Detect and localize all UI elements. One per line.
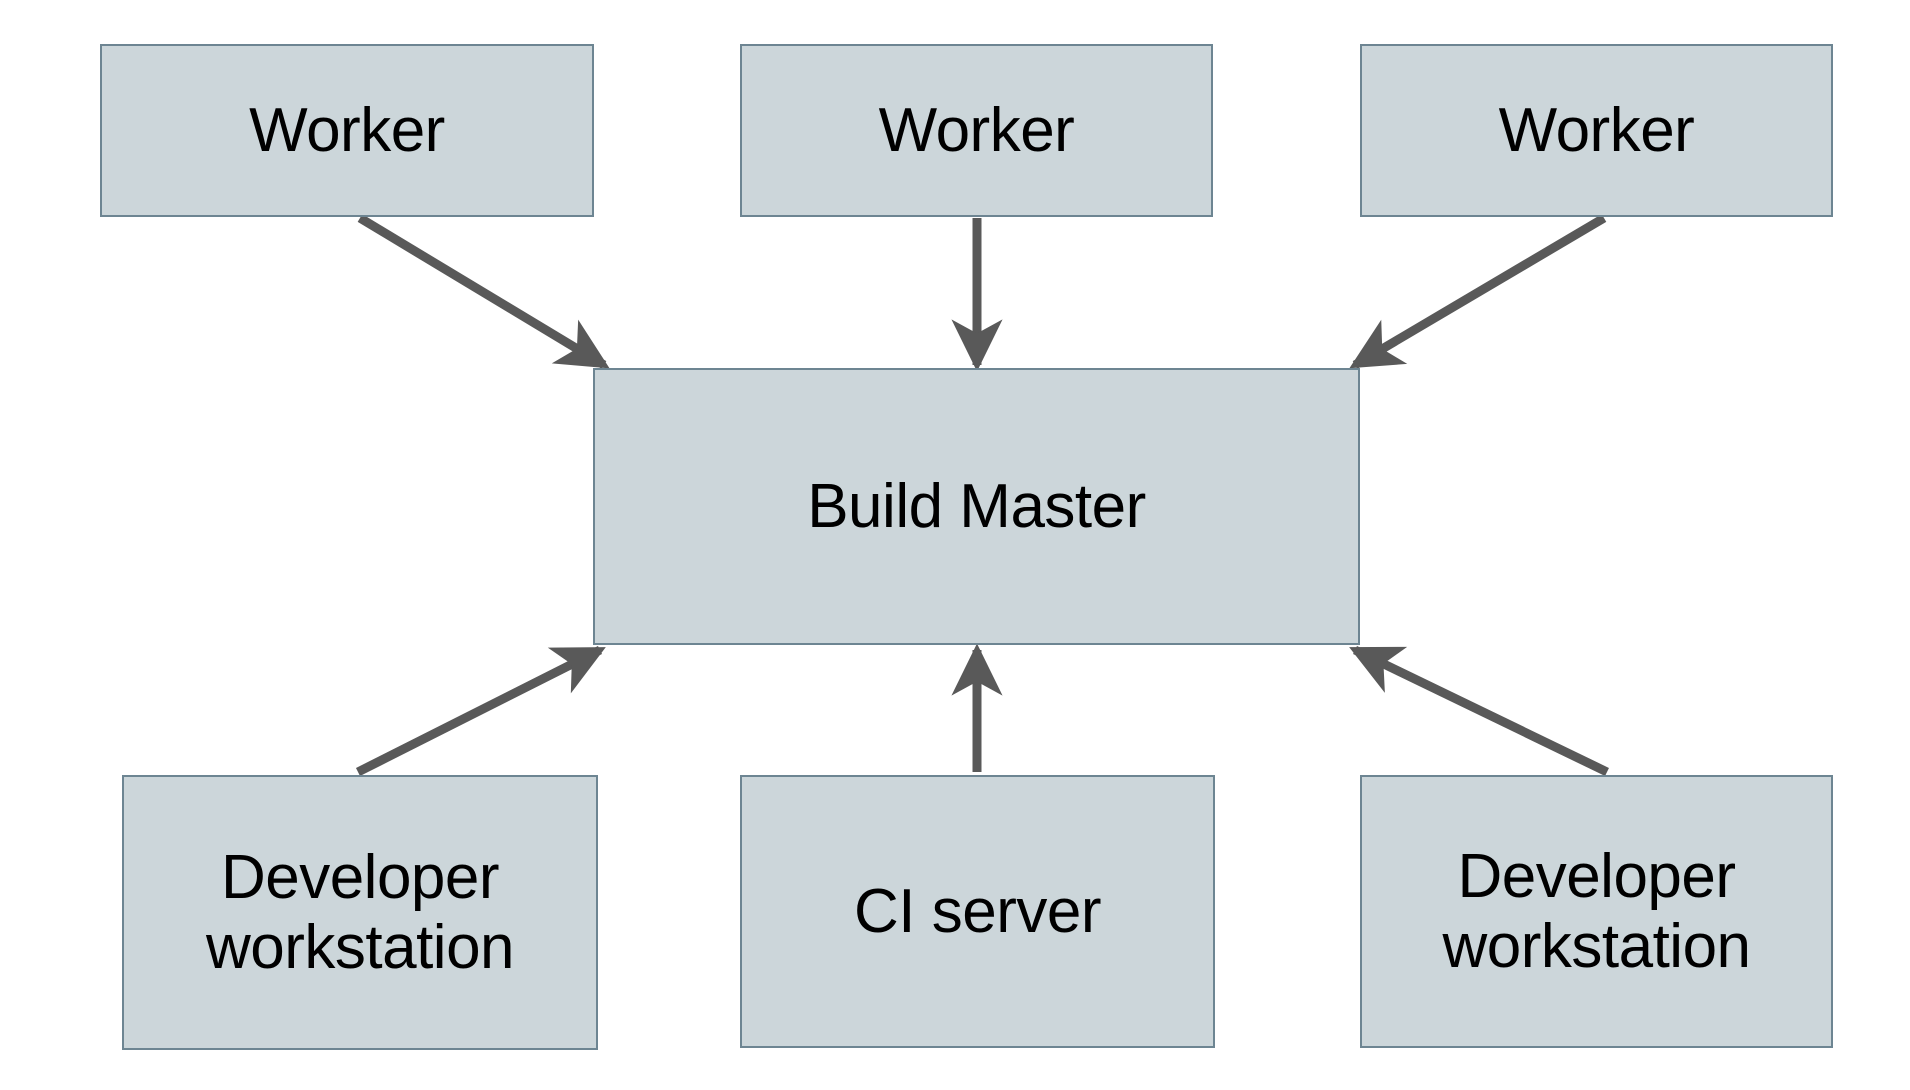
edge-worker-3-to-build-master [1349, 214, 1607, 369]
node-build-master-label: Build Master [807, 471, 1146, 541]
node-worker-2-label: Worker [878, 95, 1075, 165]
node-worker-1[interactable]: Worker [100, 44, 594, 217]
edge-dev-workstation-left-to-build-master [355, 645, 606, 777]
edge-worker-1-to-build-master [357, 214, 610, 369]
node-dev-workstation-left-label: Developer workstation [205, 843, 515, 982]
node-worker-1-label: Worker [249, 95, 445, 165]
node-worker-2[interactable]: Worker [740, 44, 1213, 217]
node-ci-server-label: CI server [854, 876, 1101, 946]
node-dev-workstation-right-label: Developer workstation [1442, 842, 1751, 981]
edge-dev-workstation-right-to-build-master [1349, 645, 1609, 777]
node-dev-workstation-left[interactable]: Developer workstation [122, 775, 598, 1050]
node-worker-3[interactable]: Worker [1360, 44, 1833, 217]
node-worker-3-label: Worker [1498, 95, 1695, 165]
node-ci-server[interactable]: CI server [740, 775, 1215, 1048]
node-dev-workstation-right[interactable]: Developer workstation [1360, 775, 1833, 1048]
node-build-master[interactable]: Build Master [593, 368, 1360, 645]
